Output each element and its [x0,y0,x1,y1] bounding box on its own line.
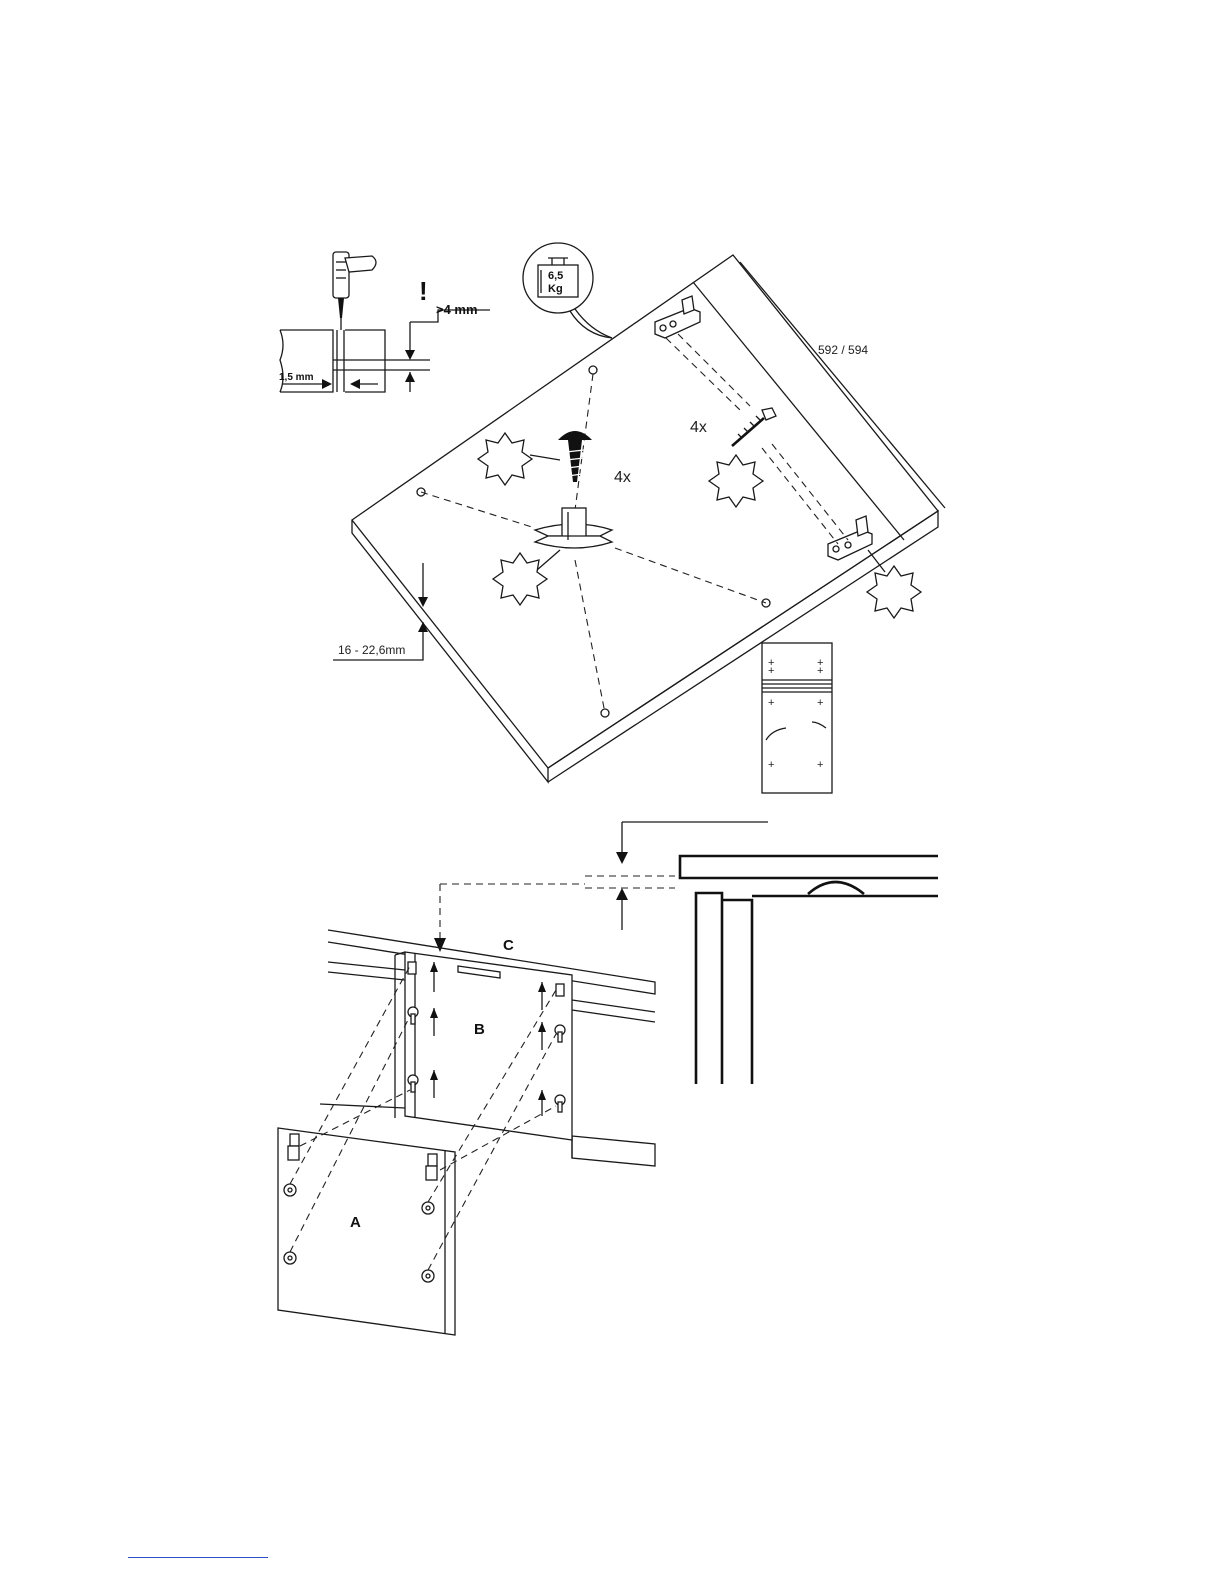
svg-text:+: + [768,759,774,771]
weight-line2: Kg [548,283,563,295]
svg-text:+: + [817,697,823,709]
hinge-template: + + + + + + + + [762,643,832,793]
drill-detail: ! >4 mm 1,5 mm [279,252,490,392]
worktop-board: 592 / 594 16 - 22,6mm [333,255,945,782]
depth-label: 592 / 594 [818,343,868,357]
star-callout-icon [709,455,763,507]
panel-assembly: C B A [278,884,655,1335]
drill-diameter-label: 1,5 mm [279,372,314,383]
svg-text:+: + [817,759,823,771]
star-callout-icon [478,433,532,485]
footer-rule [128,1557,268,1558]
screw-hole [601,709,609,717]
drill-icon [333,252,376,330]
thickness-label: 16 - 22,6mm [338,643,405,657]
svg-text:+: + [768,665,774,677]
min-depth-label: >4 mm [436,302,478,317]
weight-icon: 6,5 Kg [523,243,612,338]
cross-section-detail [585,822,938,1084]
warning-mark: ! [419,276,428,306]
svg-text:+: + [817,665,823,677]
panel-label-c: C [503,937,514,954]
screw-quantity: 4x [614,469,631,486]
panel-label-b: B [474,1021,485,1038]
svg-text:+: + [768,697,774,709]
hinge-screw-quantity: 4x [690,419,707,436]
star-callout-icon [867,566,921,618]
screw-hole [589,366,597,374]
star-callout-icon [493,553,547,605]
panel-label-a: A [350,1214,361,1231]
weight-line1: 6,5 [548,270,563,282]
